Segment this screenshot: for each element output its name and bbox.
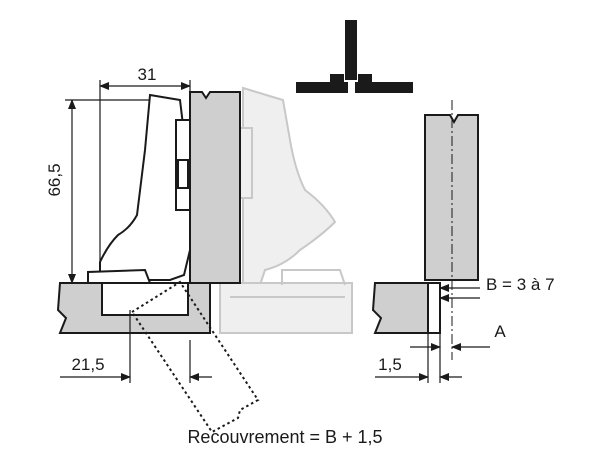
door-swing-dotted-outline (130, 280, 260, 434)
ghost-hinge-open-position (219, 86, 353, 334)
dimension-gap-label: 1,5 (378, 355, 402, 374)
dimension-offset-21-5 (60, 310, 212, 383)
dimension-gap-1-5 (375, 333, 462, 383)
dimension-a-label: A (494, 322, 506, 341)
dimension-offset-label: 21,5 (71, 355, 104, 374)
dimension-b-range-label: B = 3 à 7 (486, 275, 555, 294)
hinge-boss-cutout (101, 282, 189, 316)
dimension-height-label: 66,5 (45, 163, 64, 196)
detail-door-edge (427, 282, 441, 334)
hinge-arm (87, 93, 191, 284)
cross-section-symbol (296, 20, 413, 93)
dimension-width-31 (99, 80, 191, 272)
cabinet-side-panel (189, 91, 241, 284)
overlay-formula-caption: Recouvrement = B + 1,5 (187, 427, 382, 447)
dimension-width-label: 31 (138, 65, 157, 84)
dimension-b-range (439, 284, 480, 302)
dimension-height-66-5 (65, 99, 150, 284)
